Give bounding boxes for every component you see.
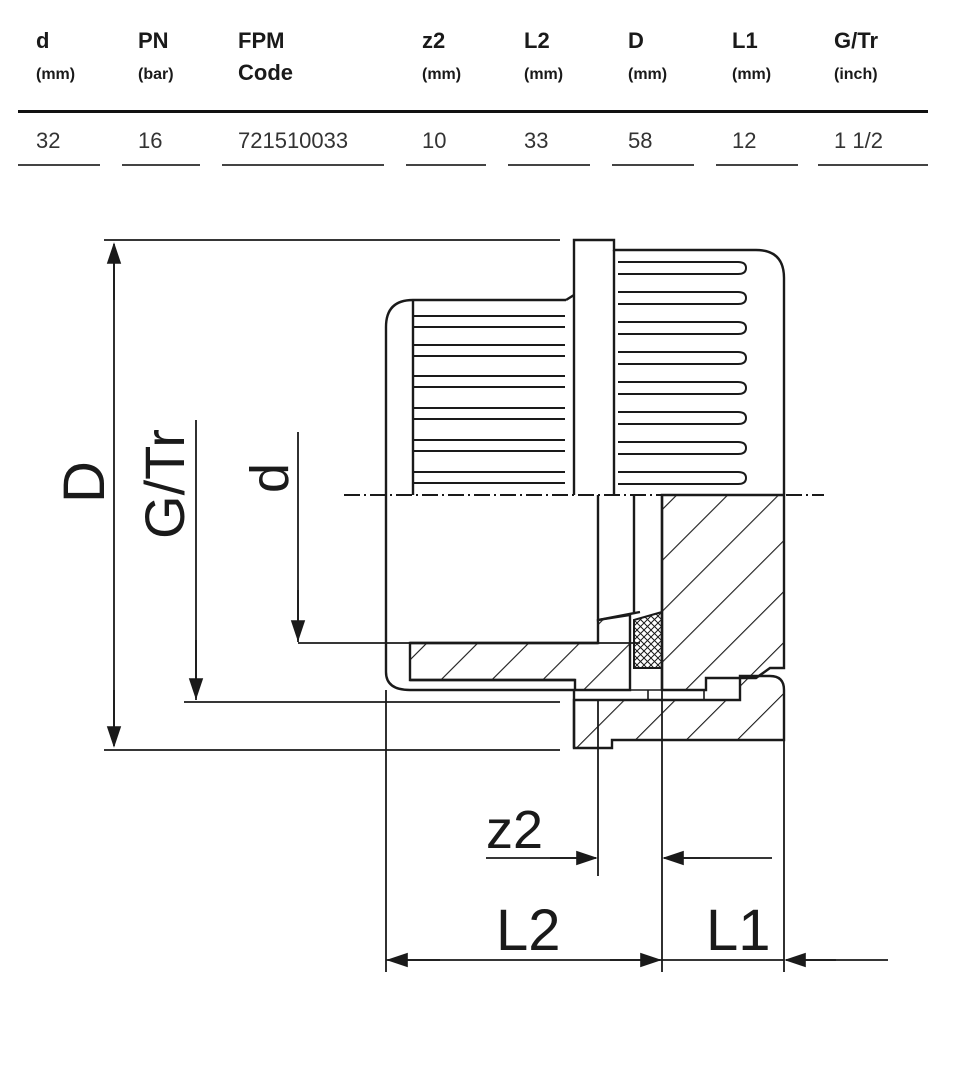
col-pn-value: 16: [138, 128, 163, 153]
col-l2-underline: [508, 164, 590, 166]
col-d-value: 32: [36, 128, 61, 153]
label-d-inner: d: [240, 463, 300, 493]
dimension-lines: [104, 239, 888, 972]
col-pn-unit: (bar): [138, 66, 174, 83]
col-z2-underline: [406, 164, 486, 166]
flange-bottom-section: [572, 674, 786, 750]
col-dd-underline: [612, 164, 694, 166]
label-z2: z2: [486, 800, 543, 860]
label-gtr: G/Tr: [133, 429, 196, 539]
col-fpm-underline: [222, 164, 384, 166]
col-l2-header: L2: [524, 28, 550, 53]
col-pn-header: PN: [138, 28, 169, 53]
col-d-underline: [18, 164, 100, 166]
col-l2-value: 33: [524, 128, 549, 153]
col-l2-unit: (mm): [524, 66, 564, 83]
col-dd-unit: (mm): [628, 66, 668, 83]
col-fpm-value: 721510033: [238, 128, 349, 153]
col-l1-value: 12: [732, 128, 757, 153]
col-z2-unit: (mm): [422, 66, 462, 83]
nut-body-section: [660, 493, 786, 692]
o-ring: [633, 610, 663, 669]
label-l1: L1: [706, 898, 771, 963]
col-d-header: d: [36, 28, 50, 53]
col-dd-header: D: [628, 28, 644, 53]
col-z2-header: z2: [422, 28, 446, 53]
drawing-lines: [384, 238, 786, 750]
socket-outline-bottom: [384, 495, 575, 692]
header-rule: [18, 110, 928, 113]
col-d-unit: (mm): [36, 66, 76, 83]
nut-grip-rings: [618, 261, 748, 485]
col-z2-value: 10: [422, 128, 447, 153]
col-pn-underline: [122, 164, 200, 166]
col-gtr-underline: [818, 164, 928, 166]
col-l1-unit: (mm): [732, 66, 772, 83]
col-code-header: Code: [238, 60, 293, 85]
col-l1-underline: [716, 164, 798, 166]
label-l2: L2: [496, 898, 561, 963]
col-gtr-unit: (inch): [834, 66, 878, 83]
col-gtr-header: G/Tr: [834, 28, 879, 53]
col-l1-header: L1: [732, 28, 758, 53]
socket-grip-rings: [413, 315, 565, 484]
socket-wall-section: [408, 613, 632, 692]
col-fpm-header: FPM: [238, 28, 285, 53]
col-dd-value: 58: [628, 128, 653, 153]
col-gtr-value: 1 1/2: [834, 128, 883, 153]
spec-table: d (mm) 32 PN (bar) 16 FPM Code 721510033…: [18, 0, 928, 170]
label-d-outer: D: [52, 461, 117, 503]
nut-outline-top: [572, 238, 786, 495]
flange-step: [565, 293, 575, 302]
fitting-section-drawing: D G/Tr d z2 L2 L1: [52, 238, 888, 972]
gasket-edges: [647, 690, 705, 700]
